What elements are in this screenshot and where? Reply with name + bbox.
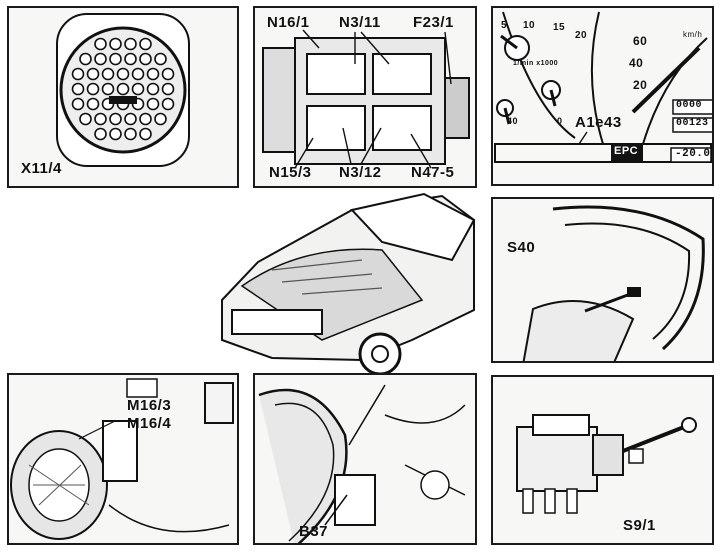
panel-steering-s40: S40: [491, 197, 714, 363]
connector-pin: [94, 112, 107, 126]
actuators-drawing: [10, 378, 234, 540]
rpm-mark-15: 15: [553, 22, 566, 33]
panel-instrument-cluster: 60 40 20 10 15 20 5 1/min x1000 km/h 40 …: [491, 6, 714, 186]
speed-mark-60: 60: [633, 34, 648, 48]
car-illustration: [212, 190, 484, 380]
label-m16-4: M16/4: [127, 415, 172, 432]
connector-pin: [139, 52, 152, 66]
connector-pin: [161, 82, 175, 96]
connector-pin: [146, 97, 160, 111]
connector-pin: [86, 67, 100, 81]
connector-pin: [154, 52, 167, 66]
temperature-display: -20.0: [675, 148, 711, 160]
connector-pin: [154, 112, 167, 126]
connector-pin: [116, 67, 130, 81]
connector-pin: [79, 112, 92, 126]
connector-pin: [79, 52, 92, 66]
connector-pin: [86, 82, 100, 96]
panel-connector-x11-4: X11/4: [7, 6, 239, 188]
connector-pin: [131, 67, 145, 81]
label-s9-1: S9/1: [623, 517, 656, 534]
kmh-unit: km/h: [683, 30, 703, 39]
connector-pin: [161, 97, 175, 111]
connector-pin: [124, 112, 137, 126]
label-f23-1: F23/1: [413, 14, 454, 31]
panel-switch-s9-1: S9/1: [491, 375, 714, 545]
panel-sensor-b37: B37: [253, 373, 477, 545]
speed-mark-20: 20: [633, 78, 648, 92]
connector-pin: [94, 52, 107, 66]
label-n3-11: N3/11: [339, 14, 381, 31]
odometer: 0000: [676, 100, 703, 111]
control-units-drawing: [262, 29, 470, 169]
steering-wheel-drawing: [522, 205, 705, 361]
connector-pin: [101, 82, 115, 96]
connector-pin: [146, 67, 160, 81]
connector-pin: [124, 37, 137, 51]
car-drawing: [221, 192, 476, 376]
connector-pin: [139, 112, 152, 126]
connector-pin: [71, 97, 85, 111]
connector-pin: [109, 52, 122, 66]
connector-pin: [94, 127, 107, 141]
rpm-mark-20: 20: [575, 30, 588, 41]
panel-control-units: N16/1 N3/11 F23/1 N15/3 N3/12 N47-5: [253, 6, 477, 188]
small-gauge-mark-40: 40: [507, 116, 519, 126]
switch-s9-1-drawing: [516, 414, 697, 514]
label-x11-4: X11/4: [21, 160, 62, 177]
connector-pin: [131, 82, 145, 96]
label-b37: B37: [299, 523, 329, 540]
label-m16-3: M16/3: [127, 397, 172, 414]
connector-pin: [86, 97, 100, 111]
connector-pin: [109, 127, 122, 141]
label-s40: S40: [507, 239, 536, 256]
connector-pin: [116, 82, 130, 96]
instrument-cluster-drawing: [494, 11, 712, 163]
connector-pin: [124, 127, 137, 141]
rpm-mark-10: 10: [523, 20, 536, 31]
connector-pin: [109, 112, 122, 126]
label-a1e43: A1e43: [575, 114, 622, 131]
rpm-mark-5: 5: [501, 20, 508, 31]
connector-x11-4-drawing: [56, 13, 190, 167]
connector-pin: [101, 67, 115, 81]
sensor-b37-drawing: [258, 384, 466, 543]
connector-pin: [146, 82, 160, 96]
rpm-unit: 1/min x1000: [513, 60, 559, 67]
label-n16-1: N16/1: [267, 14, 310, 31]
trip-meter: 00123: [676, 118, 709, 129]
connector-pin: [94, 37, 107, 51]
label-n15-3: N15/3: [269, 164, 312, 181]
label-n47-5: N47-5: [411, 164, 455, 181]
connector-pin: [71, 67, 85, 81]
connector-pin: [139, 37, 152, 51]
connector-pin: [139, 127, 152, 141]
speed-mark-40: 40: [629, 56, 644, 70]
connector-pin: [109, 37, 122, 51]
small-gauge-mark-0: 0: [557, 116, 563, 126]
connector-pin: [161, 67, 175, 81]
connector-pin: [71, 82, 85, 96]
panel-actuators-m16: M16/3 M16/4: [7, 373, 239, 545]
epc-indicator: EPC: [614, 145, 639, 157]
connector-pin: [124, 52, 137, 66]
label-n3-12: N3/12: [339, 164, 382, 181]
